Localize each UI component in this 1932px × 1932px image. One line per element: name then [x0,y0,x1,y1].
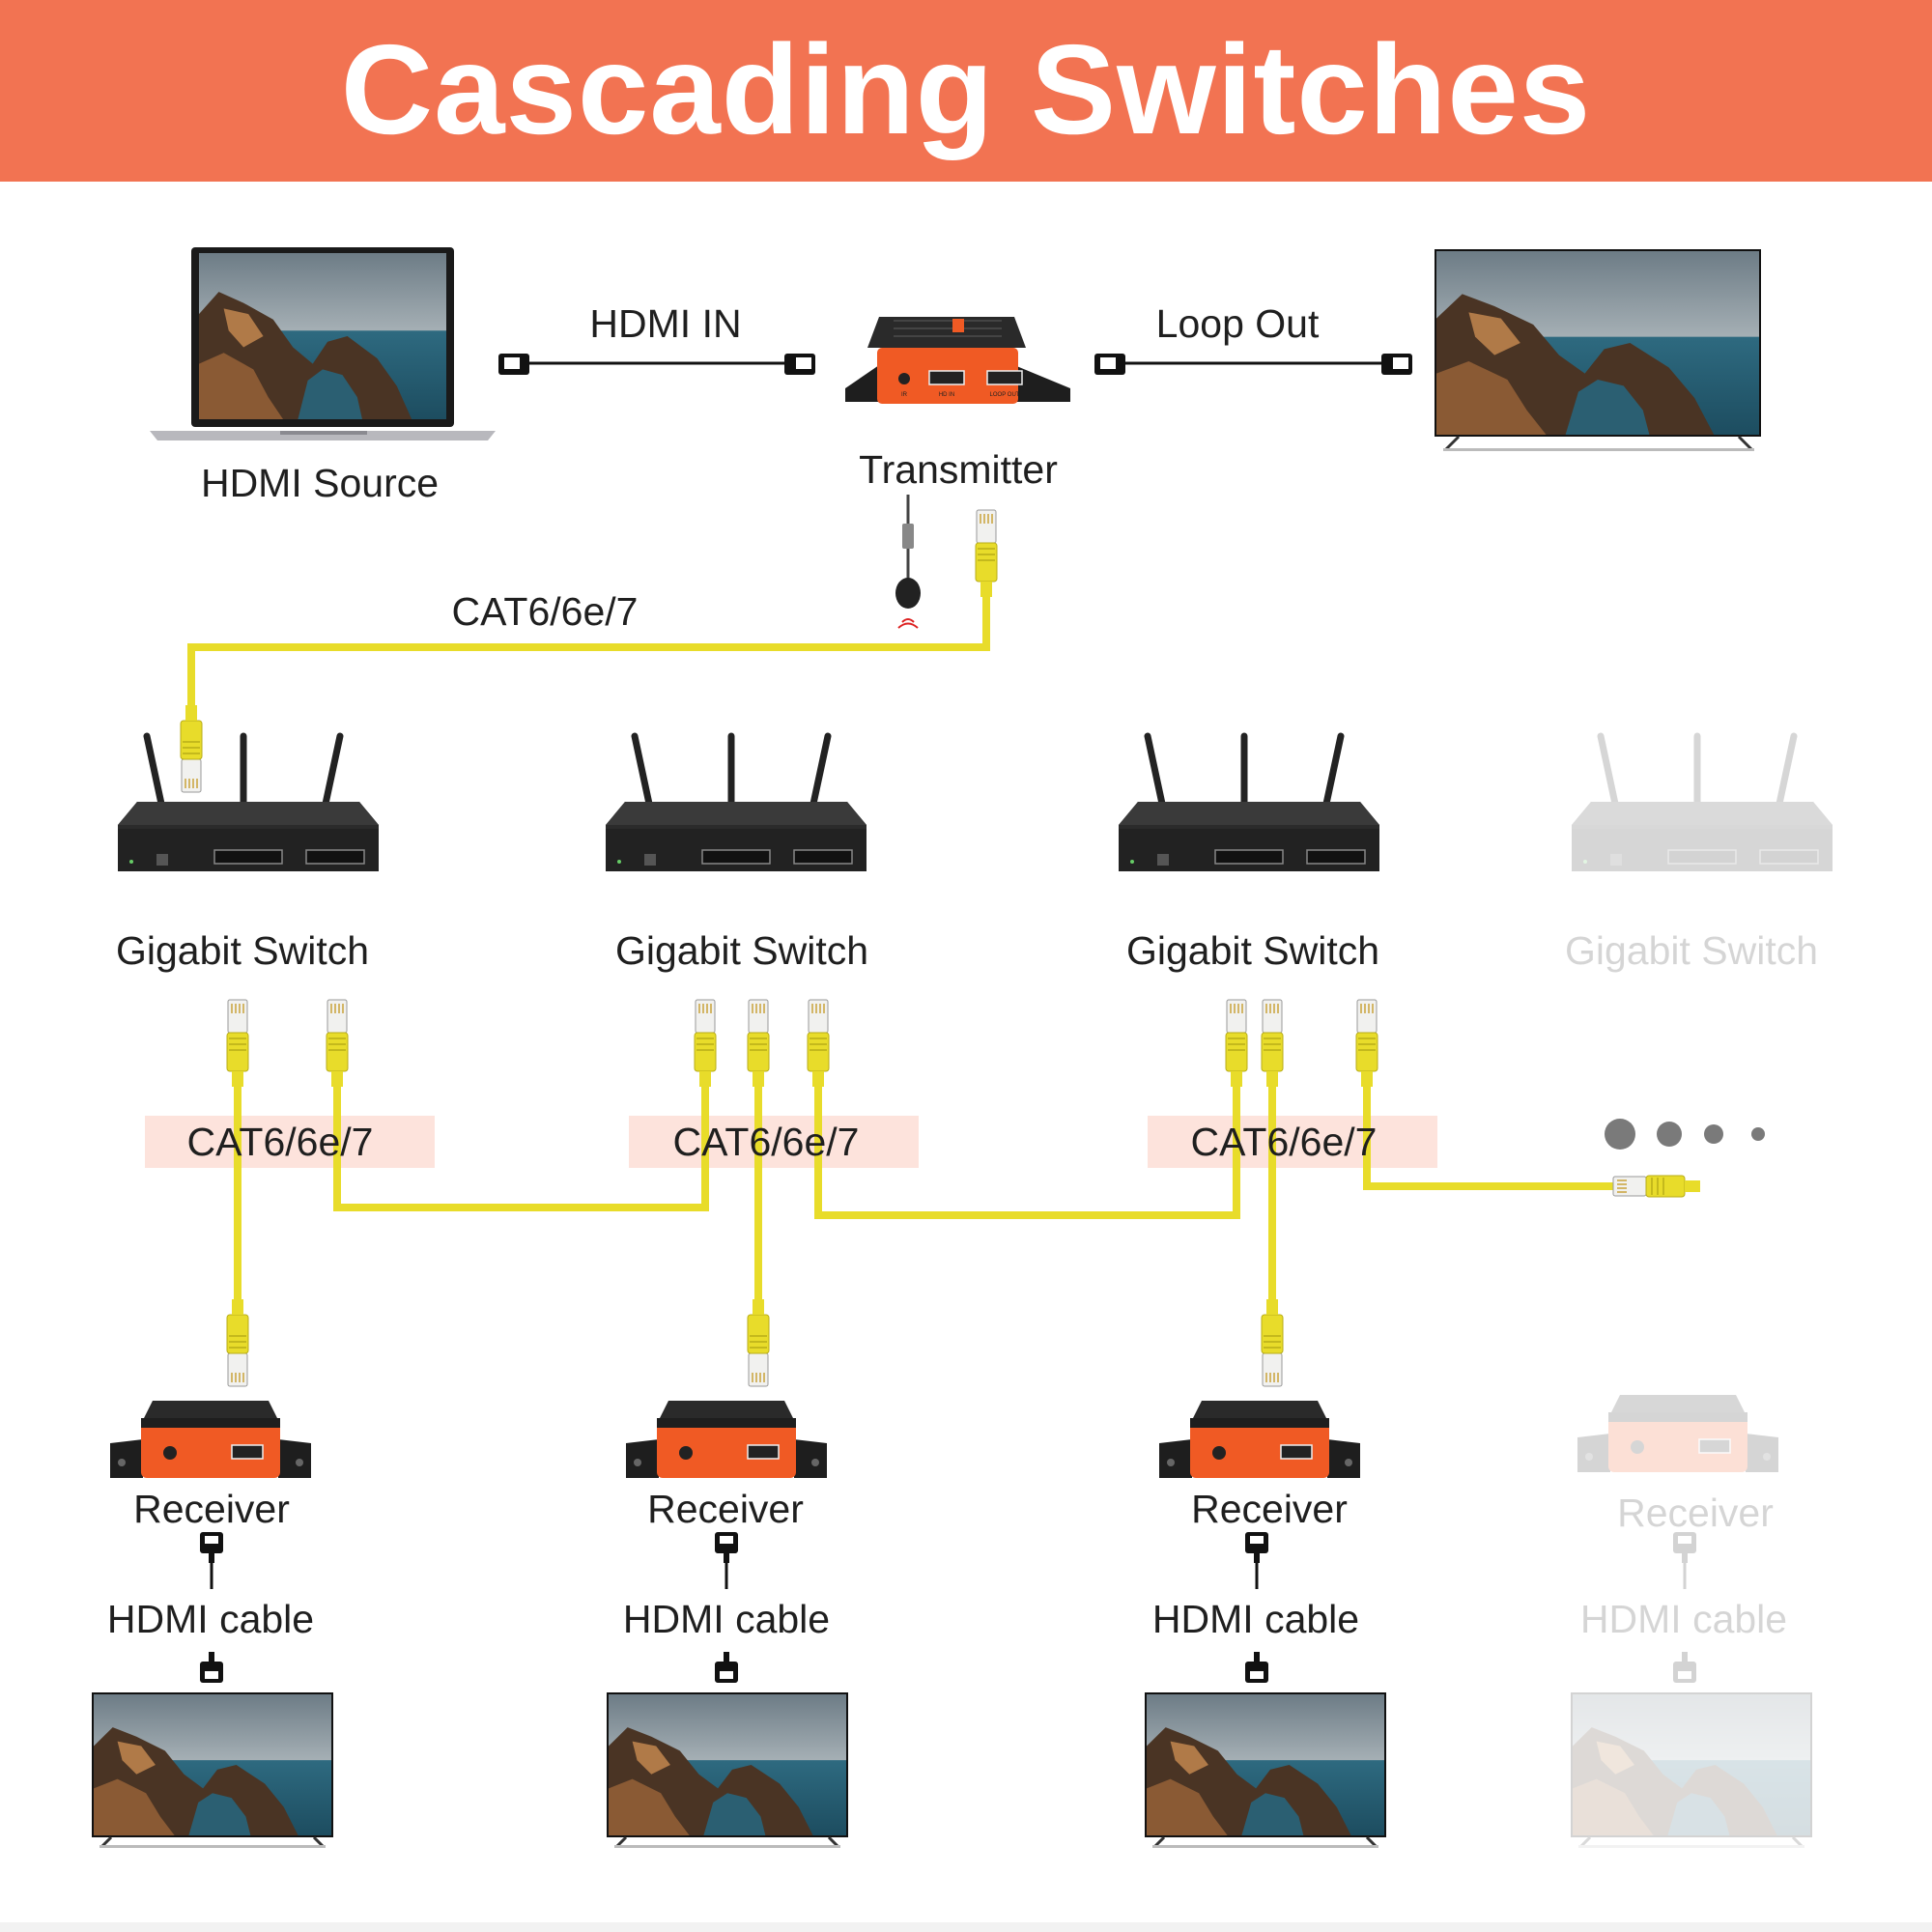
display-2-icon [607,1692,848,1848]
cat-label-top: CAT6/6e/7 [451,589,639,634]
gigabit-switch-2-icon [606,736,867,871]
tx-port-loop-out: LOOP OUT [990,392,1020,398]
receiver-4-label: Receiver [1617,1491,1774,1535]
hdmi-in-label: HDMI IN [589,301,742,346]
switch-1-label: Gigabit Switch [115,928,370,973]
cat-cables-switch-2 [694,999,1240,1387]
page-title: Cascading Switches [340,18,1592,160]
transmitter-icon: IR HD IN LOOP OUT [845,317,1070,404]
switch-3-label: Gigabit Switch [1125,928,1380,973]
receiver-3-label: Receiver [1191,1487,1348,1531]
gigabit-switch-1-icon [118,736,379,871]
hdmi-cable-2 [715,1532,738,1683]
hdmi-cable-4-label: HDMI cable [1579,1597,1788,1641]
loop-out-cable [1094,354,1412,375]
bottom-strip [0,1922,1932,1932]
hdmi-cable-3-label: HDMI cable [1151,1597,1360,1641]
laptop-icon [150,247,496,440]
display-4-icon [1571,1692,1812,1848]
receiver-2-icon [625,1400,828,1479]
cat-label-bg-2 [629,1116,919,1168]
loop-out-label: Loop Out [1155,301,1320,346]
cat-label-3: CAT6/6e/7 [1190,1120,1378,1164]
hdmi-cable-2-label: HDMI cable [622,1597,831,1641]
cat-label-2: CAT6/6e/7 [672,1120,860,1164]
continuation-dots [1605,1119,1765,1150]
tx-port-hd-in: HD IN [939,392,954,398]
cat-label-1: CAT6/6e/7 [186,1120,374,1164]
switch-2-label: Gigabit Switch [614,928,869,973]
loop-out-tv-icon [1435,249,1761,452]
display-1-icon [92,1692,333,1848]
receiver-2-label: Receiver [647,1487,804,1531]
receiver-3-icon [1158,1400,1361,1479]
gigabit-switch-4-icon [1572,736,1833,871]
receiver-1-icon [109,1400,312,1479]
hdmi-in-cable [498,354,815,375]
hdmi-cable-4 [1673,1532,1696,1683]
receiver-4-icon [1577,1394,1779,1473]
cat-cables-switch-1 [226,999,709,1387]
cat-cables-switch-3 [1225,999,1701,1387]
cat-cable-top [180,509,998,793]
display-3-icon [1145,1692,1386,1848]
cat-label-bg-3 [1148,1116,1437,1168]
ir-sensor-icon [895,495,921,629]
gigabit-switch-3-icon [1119,736,1379,871]
hdmi-cable-3 [1245,1532,1268,1683]
switch-4-label: Gigabit Switch [1564,928,1819,973]
transmitter-label: Transmitter [859,447,1058,492]
cat-label-bg-1 [145,1116,435,1168]
hdmi-cable-1 [200,1532,223,1683]
title-banner: Cascading Switches [0,0,1932,182]
tx-port-ir: IR [901,392,908,398]
hdmi-source-label: HDMI Source [200,461,440,505]
hdmi-cable-1-label: HDMI cable [106,1597,315,1641]
receiver-1-label: Receiver [133,1487,290,1531]
